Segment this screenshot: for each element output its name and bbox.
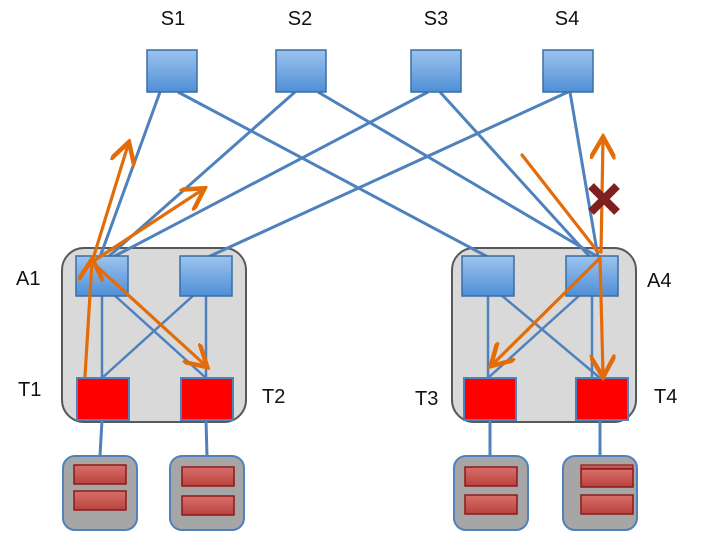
link-s4-a4 (568, 91, 600, 258)
tor-switch-t2[interactable] (180, 377, 234, 421)
tor-switch-t3[interactable] (463, 377, 517, 421)
label-a4: A4 (647, 270, 671, 292)
path-arrow-a1-s1 (90, 145, 128, 264)
label-s3: S3 (424, 8, 448, 30)
spine-switch-s2[interactable] (275, 49, 327, 93)
server-rack-3 (453, 455, 529, 531)
rack-links (98, 419, 602, 457)
link-s4-a2 (207, 90, 569, 259)
agg-switch-a4[interactable] (565, 255, 619, 297)
label-s1: S1 (161, 8, 185, 30)
link-s2-a4 (317, 90, 599, 259)
x-mark-icon (588, 183, 620, 215)
path-arrow-a1-t2 (90, 260, 205, 365)
path-arrow-t1-up (85, 262, 92, 378)
agg-switch-a2[interactable] (179, 255, 233, 297)
label-a1: A1 (16, 268, 40, 290)
server-rack-2 (169, 455, 245, 531)
path-arrow-a1-s2 (90, 190, 202, 264)
agg-switch-a3[interactable] (461, 255, 515, 297)
spine-switch-s4[interactable] (542, 49, 594, 93)
path-arrow-s4-a4 (520, 153, 600, 254)
link-s1-a1 (98, 91, 162, 258)
label-t1: T1 (18, 379, 41, 401)
tor-switch-t4[interactable] (575, 377, 629, 421)
link-s3-a2 (112, 90, 429, 259)
label-t3: T3 (415, 388, 438, 410)
label-s4: S4 (555, 8, 579, 30)
traffic-paths (85, 140, 603, 376)
link-s1-a4 (177, 90, 489, 259)
link-s3-a4 (438, 90, 592, 259)
label-s2: S2 (288, 8, 312, 30)
spine-switch-s3[interactable] (410, 49, 462, 93)
server-rack-1 (62, 455, 138, 531)
spine-links (98, 90, 600, 259)
label-t2: T2 (262, 386, 285, 408)
label-t4: T4 (654, 386, 677, 408)
spine-switch-s1[interactable] (146, 49, 198, 93)
server-rack-4 (562, 455, 638, 531)
agg-switch-a1[interactable] (75, 255, 129, 297)
path-arrow-a4-t4 (600, 256, 603, 374)
path-arrow-a4-t3 (493, 256, 602, 364)
tor-switch-t1[interactable] (76, 377, 130, 421)
